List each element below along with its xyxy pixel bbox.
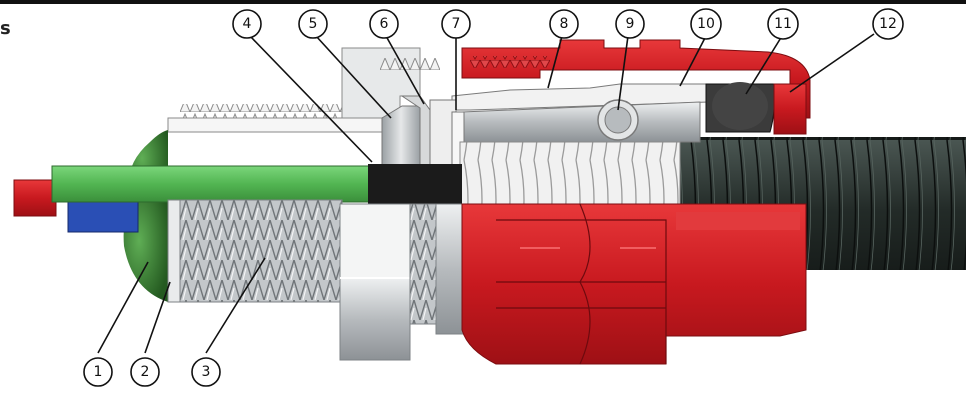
leader-12	[789, 33, 875, 93]
callout-5: 5	[298, 9, 328, 39]
leader-lines	[97, 33, 875, 354]
callout-label: 9	[626, 16, 635, 32]
callout-9: 9	[615, 9, 645, 39]
red-wire	[13, 179, 57, 217]
callout-label: 1	[94, 364, 103, 380]
callout-label: 6	[380, 16, 389, 32]
callout-label: 11	[774, 16, 792, 32]
callout-label: 7	[452, 16, 461, 32]
top-border	[0, 0, 966, 4]
callouts: 1 2 3 4 5 6 7 8	[83, 8, 904, 387]
leader-10	[679, 35, 707, 87]
leader-2	[144, 281, 171, 354]
callout-2: 2	[130, 357, 160, 387]
callout-10: 10	[690, 8, 722, 40]
leader-1	[97, 261, 149, 354]
hex-nut	[339, 203, 465, 361]
threaded-body	[167, 199, 343, 303]
leader-8	[547, 35, 563, 89]
green-cable	[51, 165, 371, 203]
callout-3: 3	[191, 357, 221, 387]
callout-label: 12	[879, 16, 897, 32]
inner-conduit	[459, 141, 681, 205]
blue-wire	[67, 201, 139, 233]
callout-11: 11	[767, 8, 799, 40]
callout-label: 4	[243, 16, 252, 32]
callout-4: 4	[232, 9, 262, 39]
leader-6	[385, 35, 425, 105]
upper-section	[167, 39, 811, 167]
black-band	[368, 164, 462, 204]
callout-12: 12	[872, 8, 904, 40]
callout-1: 1	[83, 357, 113, 387]
leader-3	[205, 257, 266, 354]
callout-8: 8	[549, 9, 579, 39]
leader-9	[617, 35, 629, 111]
callout-label: 8	[560, 16, 569, 32]
callout-label: 3	[202, 364, 211, 380]
leader-5	[315, 35, 392, 119]
callout-7: 7	[441, 9, 471, 39]
leader-11	[745, 35, 783, 95]
partial-title: s	[0, 18, 11, 39]
callout-label: 2	[141, 364, 150, 380]
red-coupling-nut	[461, 203, 807, 365]
callout-label: 5	[309, 16, 318, 32]
callout-label: 10	[697, 16, 715, 32]
callout-6: 6	[369, 9, 399, 39]
leader-4	[249, 35, 373, 163]
